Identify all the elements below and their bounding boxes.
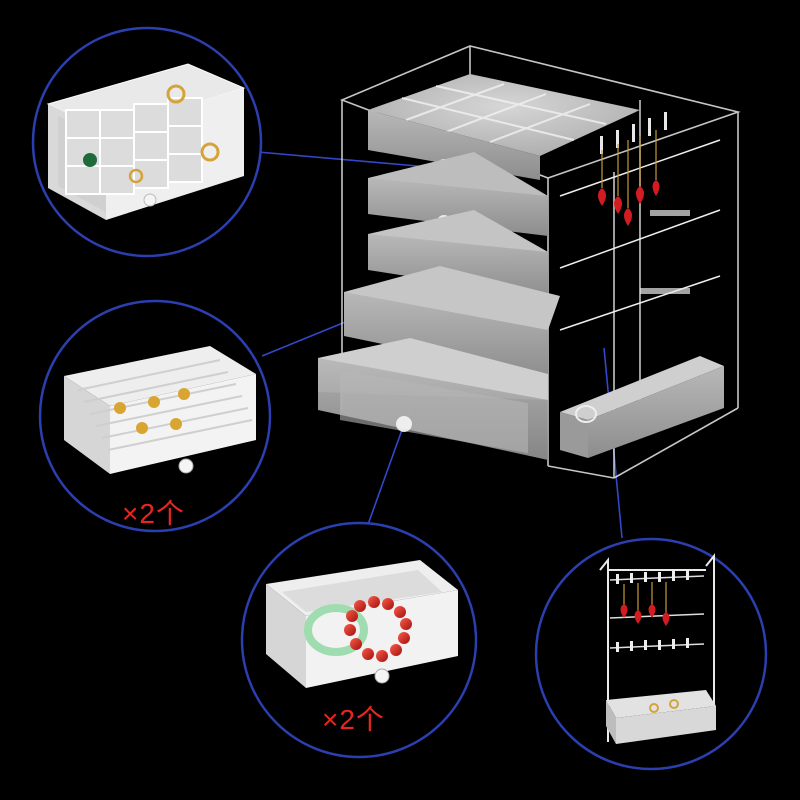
earring-stand-callout	[534, 537, 768, 771]
earring-stand-icon	[599, 553, 716, 744]
ring-slot-tray-icon	[64, 346, 256, 474]
ring-tray-quantity-label: ×2个	[122, 498, 185, 529]
bangle-tray-icon	[266, 560, 458, 688]
earring-section	[559, 112, 724, 458]
ring-tray-callout	[38, 299, 272, 533]
drawer-1	[368, 74, 640, 180]
compartment-tray-icon	[46, 63, 246, 220]
acrylic-organizer	[318, 45, 741, 479]
compartment-tray-callout	[31, 26, 263, 258]
bangle-tray-quantity-label: ×2个	[322, 704, 385, 735]
drawer-5	[318, 338, 548, 460]
bangle-tray-callout	[240, 521, 478, 759]
